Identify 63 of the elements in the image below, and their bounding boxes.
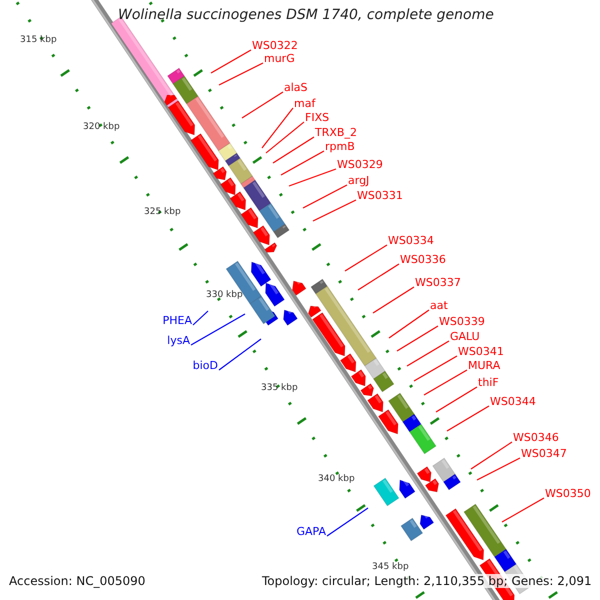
gene-label: GAPA	[296, 525, 326, 539]
leader-line	[388, 310, 430, 338]
scale-tick-label: 320 kbp	[83, 121, 120, 134]
gene-label: WS0341	[458, 345, 504, 359]
scale-tick-label: 315 kbp	[20, 34, 57, 47]
leader-line	[344, 244, 388, 272]
gene-label: WS0337	[415, 276, 461, 290]
leader-line	[280, 150, 324, 176]
gene-label: FIXS	[305, 111, 330, 125]
gene-label: WS0329	[337, 158, 383, 172]
scale-tick-label: 330 kbp	[206, 289, 243, 302]
scale-tick-label: 340 kbp	[318, 473, 355, 486]
gene-label: bioD	[192, 359, 218, 373]
leader-line	[414, 356, 458, 382]
leader-line	[190, 314, 246, 346]
gene-label: WS0347	[521, 447, 567, 461]
scale-tick-label: 345 kbp	[372, 561, 409, 574]
leader-line	[406, 340, 450, 366]
leader-line	[242, 92, 284, 118]
gene-label: WS0336	[400, 253, 446, 267]
gene-label: WS0344	[490, 395, 536, 409]
scale-tick-label: 335 kbp	[261, 382, 298, 395]
gene-label: TRXB_2	[315, 126, 357, 140]
leader-line	[424, 370, 468, 396]
gene-label: rpmB	[325, 140, 355, 154]
gene-label: WS0331	[357, 189, 403, 203]
leader-line	[470, 442, 512, 470]
gene-label: alaS	[284, 81, 308, 95]
leader-line	[218, 62, 264, 86]
gene-label: maf	[294, 97, 316, 111]
leader-line	[396, 326, 438, 352]
gene-label: WS0350	[545, 487, 591, 501]
leader-line	[288, 168, 336, 187]
leader-line	[192, 310, 208, 326]
gene-label: lysA	[167, 334, 190, 348]
leader-line	[326, 508, 368, 536]
gene-label: PHEA	[162, 314, 192, 328]
gene-label: WS0322	[252, 39, 298, 53]
leader-line	[446, 406, 490, 432]
leader-line	[436, 386, 478, 412]
scale-tick-label: 325 kbp	[144, 206, 181, 219]
leader-line	[302, 184, 348, 208]
leader-line	[210, 50, 252, 74]
gene-label: WS0346	[513, 431, 559, 445]
gene-label: thiF	[478, 376, 499, 390]
gene-label: argJ	[348, 174, 370, 188]
leader-line	[502, 498, 544, 522]
leader-line	[262, 108, 294, 148]
gene-label: aat	[430, 299, 448, 313]
gene-label: MURA	[468, 359, 500, 373]
leader-line	[312, 200, 356, 222]
leader-line	[266, 122, 304, 154]
gene-label: GALU	[450, 330, 480, 344]
leader-line	[358, 264, 400, 290]
gene-label: WS0339	[439, 315, 485, 329]
footer-text: Accession: NC_005090	[9, 574, 146, 588]
leader-line	[476, 458, 520, 480]
gene-label: murG	[264, 52, 295, 66]
gene-label: WS0334	[388, 234, 434, 248]
leader-line	[372, 286, 414, 314]
leader-line	[218, 338, 262, 370]
map-title: Wolinella succinogenes DSM 1740, complete genome	[118, 8, 494, 22]
leader-line	[272, 136, 314, 164]
